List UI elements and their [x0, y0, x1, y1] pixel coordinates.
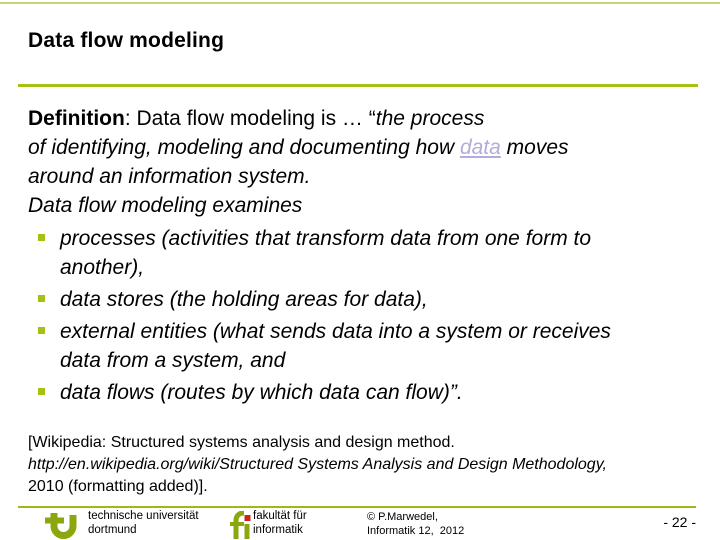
citation-year: 2010 (formatting added)].	[28, 478, 208, 495]
data-hyperlink[interactable]: data	[460, 136, 501, 159]
list-item-processes: processes (activities that transform dat…	[28, 224, 704, 282]
copyright-line1: © P.Marwedel,	[367, 511, 438, 523]
tu-dortmund-logo-icon	[45, 513, 77, 539]
list-item-text: processes (activities that transform dat…	[60, 227, 592, 279]
top-accent-line	[0, 2, 720, 4]
list-item-external-entities: external entities (what sends data into …	[28, 317, 704, 375]
citation-source: [Wikipedia: Structured systems analysis …	[28, 434, 455, 451]
faculty-name-line1: fakultät für	[253, 510, 307, 522]
list-item-text: data stores (the holding areas for data)…	[60, 288, 428, 311]
citation-block: [Wikipedia: Structured systems analysis …	[28, 432, 708, 498]
bullet-list: processes (activities that transform dat…	[28, 224, 704, 410]
university-name-line2: dortmund	[88, 523, 137, 536]
definition-line2-post: moves	[500, 136, 569, 159]
university-name-line1: technische universität	[88, 510, 199, 522]
data-hyperlink-label[interactable]: data	[459, 136, 501, 159]
definition-line3: around an information system.	[28, 165, 311, 188]
bullet-square-icon	[38, 388, 45, 395]
list-item-data-flows: data flows (routes by which data can flo…	[28, 378, 704, 407]
footer-separator-rule	[18, 506, 696, 508]
page-title: Data flow modeling	[28, 29, 225, 52]
faculty-name-line2: informatik	[253, 523, 303, 536]
definition-line4: Data flow modeling examines	[28, 194, 303, 217]
definition-quote-start: the process	[375, 107, 485, 130]
list-item-text: external entities (what sends data into …	[60, 320, 611, 372]
definition-line2-pre: of identifying, modeling and documenting…	[28, 136, 460, 159]
university-name: technische universität dortmund	[88, 510, 199, 537]
definition-plain-text: : Data flow modeling is … “	[124, 107, 376, 130]
definition-paragraph: Definition: Data flow modeling is … “the…	[28, 104, 704, 220]
definition-label: Definition	[28, 107, 125, 130]
list-item-data-stores: data stores (the holding areas for data)…	[28, 285, 704, 314]
bullet-square-icon	[38, 234, 45, 241]
bullet-square-icon	[38, 327, 45, 334]
faculty-informatik-logo-icon	[230, 511, 251, 539]
bullet-square-icon	[38, 295, 45, 302]
faculty-name: fakultät für informatik	[253, 510, 307, 537]
citation-url: http://en.wikipedia.org/wiki/Structured …	[28, 456, 607, 473]
copyright-notice: © P.Marwedel, Informatik 12, 2012	[367, 511, 464, 538]
title-underline-rule	[18, 84, 698, 87]
list-item-text: data flows (routes by which data can flo…	[60, 381, 463, 404]
fi-red-dot-icon	[244, 515, 251, 521]
copyright-line2: Informatik 12, 2012	[367, 524, 465, 537]
page-number: - 22 -	[663, 514, 696, 530]
